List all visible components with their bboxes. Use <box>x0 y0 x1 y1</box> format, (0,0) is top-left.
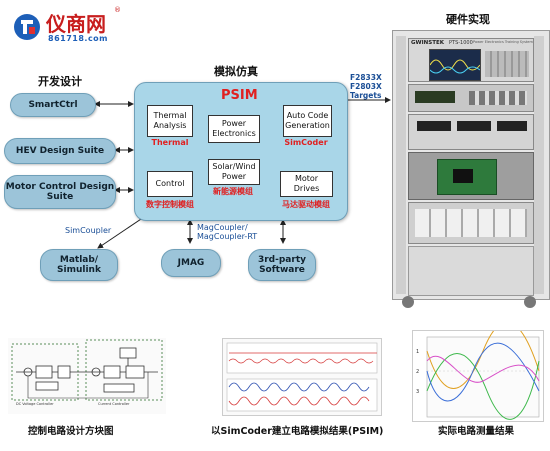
thumb1-label-left: DC Voltage Controller <box>16 402 54 406</box>
rack-brand: GWINSTEK <box>411 40 444 46</box>
logo-brand: 仪商网 <box>46 12 106 36</box>
thumb-psim-simulation-result <box>222 338 382 416</box>
svg-text:3: 3 <box>416 389 419 395</box>
control-diagram-drawing <box>11 339 163 401</box>
rack-wheel-left <box>402 296 414 308</box>
label-simcoupler: SimCoupler <box>65 226 112 235</box>
label-thermal: Thermal <box>151 138 189 147</box>
caption-measurement: 实际电路测量结果 <box>438 426 515 437</box>
tool-matlab-simulink: Matlab/ Simulink <box>40 249 118 281</box>
psim-title: PSIM <box>221 88 258 103</box>
tool-3rd-party-software: 3rd-party Software <box>248 249 316 281</box>
target-targets: Targets <box>350 91 382 100</box>
tool-motor-control-design-suite: Motor Control Design Suite <box>4 175 116 209</box>
caption-psim-simulation: 以SimCoder建立电路模拟结果(PSIM) <box>211 426 384 437</box>
instrument-row-3 <box>408 114 534 150</box>
training-board <box>408 152 534 200</box>
meter-display-2 <box>417 121 451 131</box>
caption-control-block-diagram: 控制电路设计方块图 <box>28 426 114 437</box>
meter-knobs <box>469 91 527 105</box>
hardware-rack: GWINSTEK PTS-1000 Power Electronics Trai… <box>392 30 550 312</box>
heading-simulation: 模拟仿真 <box>214 65 258 78</box>
logo-emblem <box>14 14 40 40</box>
block-motor-drives: Motor Drives <box>280 171 333 197</box>
board-chip <box>453 169 473 183</box>
label-simcoder: SimCoder <box>284 138 328 147</box>
scope-screen <box>429 49 481 81</box>
block-thermal-analysis: Thermal Analysis <box>147 105 193 137</box>
heading-dev-design: 开发设计 <box>38 75 82 88</box>
meter-display <box>415 91 455 103</box>
label-digital-control-module: 数字控制模组 <box>146 200 194 209</box>
rack-model: PTS-1000 <box>449 40 473 46</box>
logo: 仪商网 ® 861718.com <box>8 6 128 48</box>
rack-inner-right <box>534 36 544 294</box>
scope-controls <box>485 51 529 77</box>
targets-label: F2833X F2803X Targets <box>350 73 382 100</box>
label-new-energy-module: 新能源模组 <box>213 187 253 196</box>
meter-display-3 <box>457 121 491 131</box>
meter-display-4 <box>497 121 527 131</box>
block-auto-code-generation: Auto Code Generation <box>283 105 332 137</box>
block-power-electronics: Power Electronics <box>208 115 260 143</box>
block-control: Control <box>147 171 193 197</box>
heading-hardware: 硬件实现 <box>446 13 490 26</box>
svg-text:2: 2 <box>416 369 419 375</box>
rack-base-panel <box>408 246 534 296</box>
oscilloscope: GWINSTEK PTS-1000 Power Electronics Trai… <box>408 38 534 82</box>
block-solar-wind-power: Solar/Wind Power <box>208 159 260 185</box>
power-supply <box>408 202 534 244</box>
rack-wheel-right <box>524 296 536 308</box>
tool-smartctrl: SmartCtrl <box>10 93 96 117</box>
label-magcoupler: MagCoupler/ MagCoupler-RT <box>197 223 258 242</box>
label-motor-drive-module: 马达驱动模组 <box>282 200 330 209</box>
svg-text:1: 1 <box>416 349 419 355</box>
logo-site: 861718.com <box>48 34 109 43</box>
rack-inner-left <box>396 36 406 294</box>
thumb-control-block-diagram: DC Voltage Controller Current Controller <box>8 338 166 414</box>
target-f2833x: F2833X <box>350 73 382 82</box>
instrument-row-2 <box>408 84 534 112</box>
thumb-measurement-result: 1 2 3 <box>412 321 544 422</box>
tool-hev-design-suite: HEV Design Suite <box>4 138 116 164</box>
measurement-waveforms: 1 2 3 <box>416 321 540 420</box>
target-f2803x: F2803X <box>350 82 382 91</box>
thumb1-label-right: Current Controller <box>98 402 130 406</box>
psim-waveforms <box>226 342 378 412</box>
rack-subtitle: Power Electronics Training System <box>473 40 533 44</box>
ps-slots <box>415 209 527 237</box>
scope-trace <box>429 59 481 74</box>
tool-jmag: JMAG <box>161 249 221 277</box>
logo-registered: ® <box>114 6 121 14</box>
